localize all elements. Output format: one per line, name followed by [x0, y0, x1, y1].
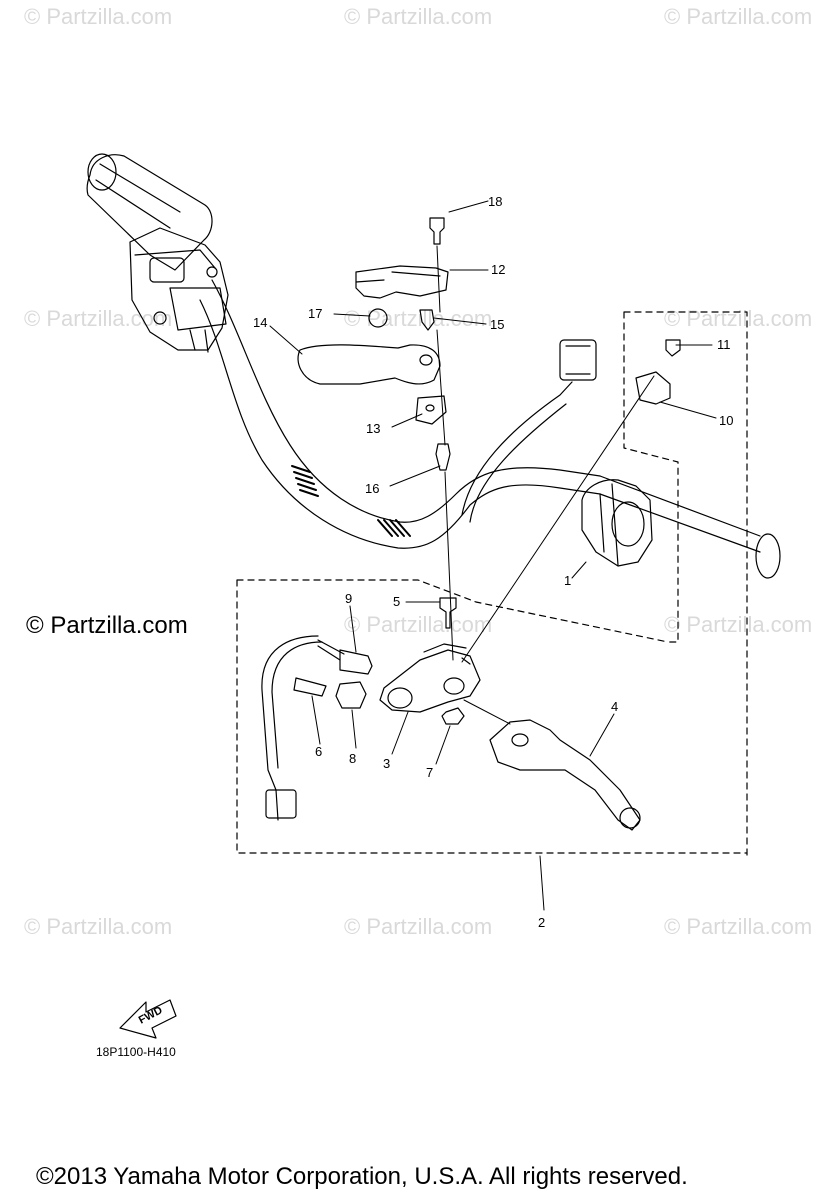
figure-code: 18P1100-H410 — [96, 1045, 176, 1059]
copyright: ©2013 Yamaha Motor Corporation, U.S.A. A… — [36, 1163, 688, 1190]
pivot-bolt — [439, 597, 457, 629]
watermark: © Partzilla.com — [344, 4, 493, 29]
hot-starter-lever — [297, 344, 441, 385]
callout-11: 11 — [717, 337, 731, 352]
clutch-switch — [339, 649, 373, 675]
callout-12: 12 — [491, 262, 506, 277]
watermark: © Partzilla.com — [664, 914, 813, 939]
watermark: © Partzilla.com — [664, 4, 813, 29]
switch-harness — [461, 339, 597, 523]
site-tag: © Partzilla.com — [26, 612, 188, 639]
screw — [435, 443, 451, 471]
bolt — [429, 217, 445, 245]
callout-8: 8 — [349, 751, 357, 766]
callout-4: 4 — [611, 699, 619, 714]
watermark: © Partzilla.com — [664, 306, 813, 331]
forward-arrow-icon: FWD — [119, 999, 177, 1039]
clutch-switch-cable — [261, 635, 323, 821]
callout-2: 2 — [538, 915, 546, 930]
switch-clamp — [635, 371, 671, 405]
group-box-lever — [236, 579, 748, 854]
adjuster-nut — [335, 681, 367, 709]
callout-3: 3 — [383, 756, 391, 771]
pivot-axis — [436, 245, 454, 661]
adjuster-bolt — [293, 677, 327, 697]
callout-18: 18 — [488, 194, 503, 209]
bolt — [419, 309, 435, 331]
callout-14: 14 — [253, 315, 268, 330]
callout-16: 16 — [365, 481, 380, 496]
callout-15: 15 — [490, 317, 505, 332]
clutch-lever — [489, 719, 641, 831]
handlebar-switch — [581, 479, 653, 567]
watermark: © Partzilla.com — [344, 612, 493, 637]
handlebar — [199, 279, 781, 579]
callout-7: 7 — [426, 765, 434, 780]
screw — [665, 339, 681, 357]
group-box-switch — [623, 311, 748, 856]
callout-17: 17 — [308, 306, 323, 321]
watermark: © Partzilla.com — [24, 914, 173, 939]
callout-6: 6 — [315, 744, 323, 759]
callout-9: 9 — [345, 591, 353, 606]
cap — [368, 308, 388, 328]
lever-holder — [379, 649, 481, 713]
callout-5: 5 — [393, 594, 401, 609]
callout-13: 13 — [366, 421, 381, 436]
lever-holder — [355, 265, 449, 299]
lever-nut — [441, 707, 465, 725]
left-grip-assembly — [86, 153, 229, 353]
watermark: © Partzilla.com — [664, 612, 813, 637]
watermark: © Partzilla.com — [24, 4, 173, 29]
callout-1: 1 — [564, 573, 572, 588]
callout-10: 10 — [719, 413, 734, 428]
leader-lines — [269, 200, 717, 911]
watermark: © Partzilla.com — [344, 914, 493, 939]
